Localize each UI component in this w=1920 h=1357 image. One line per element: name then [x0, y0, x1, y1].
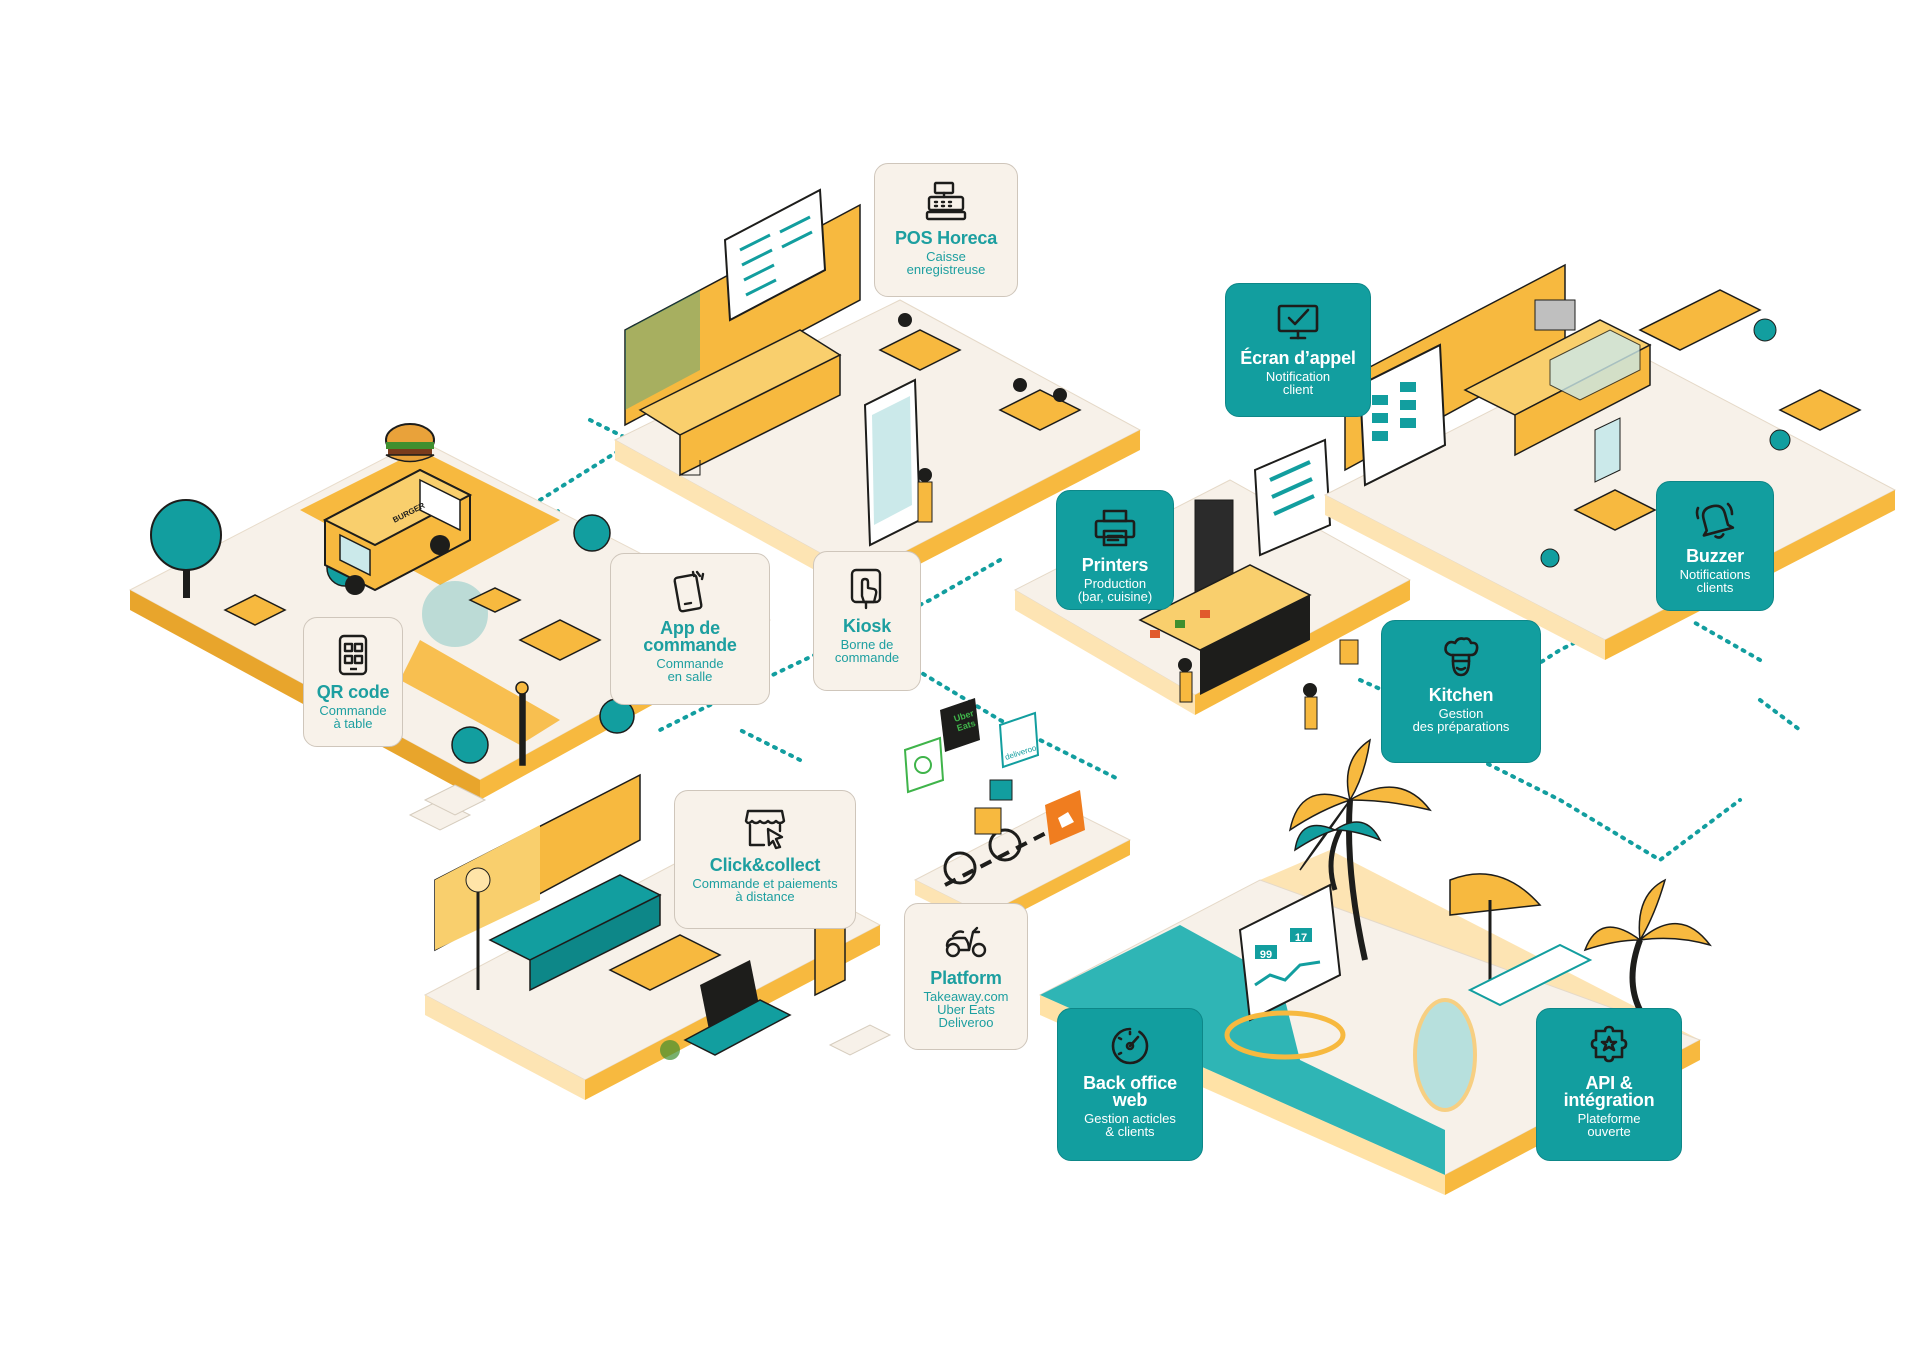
card-printers[interactable]: Printers Production(bar, cuisine): [1056, 490, 1174, 610]
dashboard-gauge-icon: [1107, 1023, 1153, 1069]
card-title: Printers: [1081, 555, 1149, 575]
chef-icon: [1438, 635, 1484, 681]
card-title: API &intégration: [1563, 1073, 1655, 1110]
smartphone-tap-icon: [667, 568, 713, 614]
bar-counter-platform: [1323, 263, 1897, 660]
scooter-icon: [943, 918, 989, 964]
monitor-check-icon: [1275, 298, 1321, 344]
dashboard-number-1: 99: [1260, 949, 1272, 961]
kitchen-platform: [1013, 438, 1412, 730]
printer-icon: [1092, 505, 1138, 551]
card-title: Kitchen: [1428, 685, 1494, 705]
card-subtitle: Gestion acticles& clients: [1084, 1111, 1176, 1139]
kiosk-touch-icon: [844, 566, 890, 612]
bell-icon: [1692, 496, 1738, 542]
restaurant-pos-platform: [613, 188, 1142, 595]
qr-code-icon: [330, 632, 376, 678]
shop-click-icon: [742, 805, 788, 851]
card-title: POS Horeca: [894, 228, 998, 248]
dashboard-number-2: 17: [1295, 932, 1307, 944]
card-title: Buzzer: [1686, 546, 1744, 566]
card-title: Click&collect: [709, 855, 821, 875]
food-truck: BURGER: [322, 423, 473, 595]
card-title: Platform: [930, 968, 1002, 988]
cash-register-icon: [923, 178, 969, 224]
card-title: Kiosk: [842, 616, 892, 636]
puzzle-star-icon: [1586, 1023, 1632, 1069]
stairs-left: [408, 784, 487, 831]
card-title: Écran d’appel: [1240, 348, 1356, 368]
delivery-platform: UberEats deliveroo: [903, 698, 1132, 930]
terrace-tables: [223, 587, 602, 766]
card-subtitle: Production(bar, cuisine): [1077, 576, 1153, 604]
card-title: QR code: [316, 682, 390, 702]
